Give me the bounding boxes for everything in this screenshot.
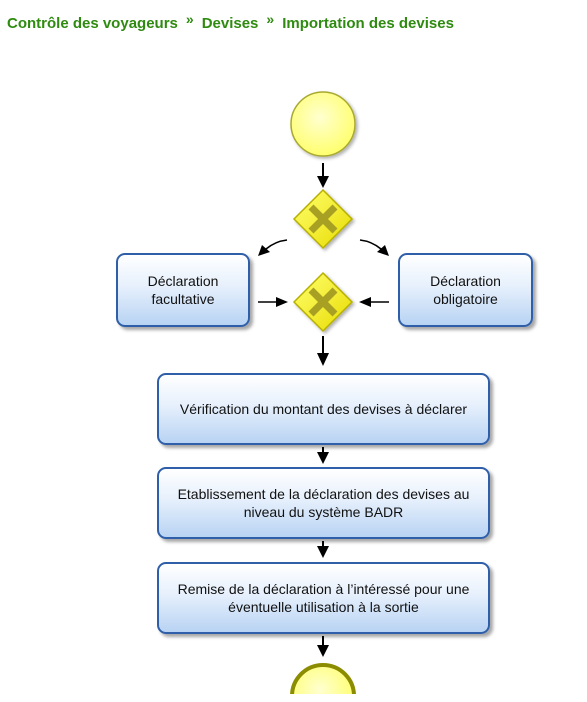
task-declaration-facultative: Déclaration facultative: [116, 253, 250, 327]
flow-arrow: [359, 297, 389, 307]
breadcrumb-link-controle-voyageurs[interactable]: Contrôle des voyageurs: [7, 14, 178, 32]
task-declaration-obligatoire: Déclaration obligatoire: [398, 253, 533, 327]
flow-arrow: [317, 636, 329, 657]
flow-arrow: [258, 239, 288, 256]
flow-arrow: [317, 541, 329, 558]
breadcrumb-link-importation-devises[interactable]: Importation des devises: [282, 14, 454, 32]
breadcrumb-link-devises[interactable]: Devises: [201, 14, 259, 32]
task-etablissement-declaration: Etablissement de la déclaration des devi…: [157, 467, 490, 539]
flow-arrow: [359, 239, 389, 256]
flow-arrow: [317, 336, 329, 366]
flow-arrow: [317, 447, 329, 464]
breadcrumb-separator-icon: »: [266, 11, 275, 27]
breadcrumb-separator-icon: »: [185, 11, 194, 27]
flow-arrow: [317, 163, 329, 188]
flow-arrow: [258, 297, 288, 307]
exclusive-gateway-split: [292, 188, 354, 250]
breadcrumb: Contrôle des voyageurs » Devises » Impor…: [7, 11, 454, 34]
exclusive-gateway-merge: [292, 271, 354, 333]
task-remise-declaration: Remise de la déclaration à l’intéressé p…: [157, 562, 490, 634]
start-event: [290, 91, 356, 157]
task-verification-montant: Vérification du montant des devises à dé…: [157, 373, 490, 445]
